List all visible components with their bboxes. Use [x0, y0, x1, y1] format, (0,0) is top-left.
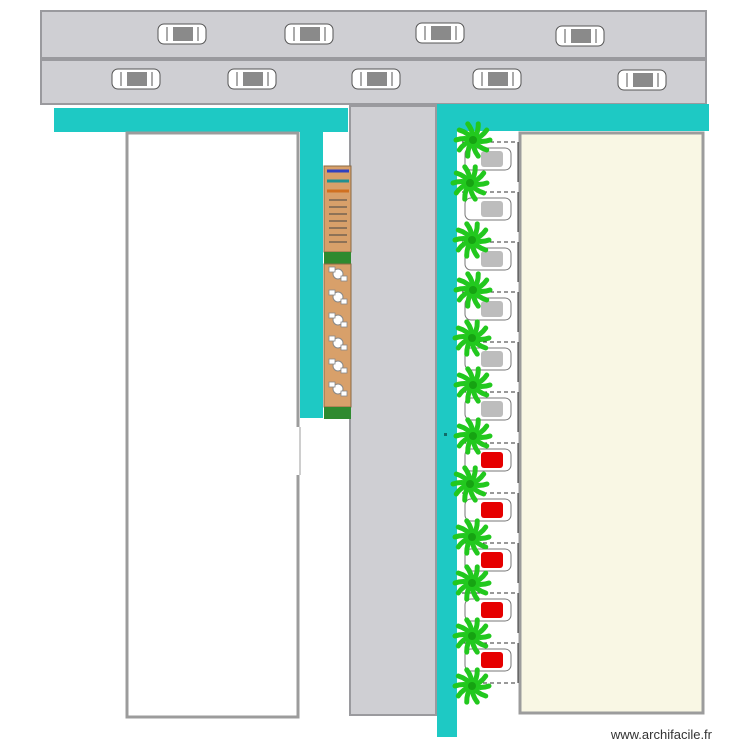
- building-right: [518, 131, 705, 715]
- parking-space: [462, 391, 519, 432]
- sidewalk-right-top: [437, 104, 709, 131]
- parking-space-accessible: [462, 492, 519, 533]
- palm-tree-icon: [453, 417, 493, 455]
- table-chairs-icon: [328, 381, 348, 397]
- car-top-view-icon: [472, 68, 522, 90]
- car-top-view-icon: [464, 397, 512, 421]
- watermark: www.archifacile.fr: [610, 727, 712, 742]
- palm-tree-icon: [452, 221, 492, 259]
- palm-tree-icon: [452, 564, 492, 602]
- car-top-view-icon: [157, 23, 207, 45]
- car-top-view-icon: [617, 69, 667, 91]
- palm-tree-icon: [453, 366, 493, 404]
- table-chairs-icon: [328, 266, 348, 282]
- car-top-view-icon: [464, 648, 512, 672]
- parking-space-accessible: [462, 592, 519, 633]
- building-left: [125, 131, 300, 719]
- palm-tree-icon: [453, 121, 493, 159]
- bicycle-rack: [327, 169, 349, 243]
- palm-tree-icon: [452, 518, 492, 556]
- parking-space: [462, 191, 519, 232]
- side-road: [349, 105, 437, 716]
- table-chairs-icon: [328, 358, 348, 374]
- car-top-view-icon: [464, 347, 512, 371]
- car-top-view-icon: [284, 23, 334, 45]
- palm-tree-icon: [452, 617, 492, 655]
- car-top-view-icon: [464, 498, 512, 522]
- car-top-view-icon: [415, 22, 465, 44]
- car-top-view-icon: [464, 548, 512, 572]
- parking-space-accessible: [462, 442, 519, 483]
- sidewalk-left-top: [54, 108, 348, 132]
- palm-tree-icon: [452, 667, 492, 705]
- terrace: [323, 165, 352, 419]
- car-top-view-icon: [464, 448, 512, 472]
- hedge-bottom: [324, 407, 351, 419]
- car-top-view-icon: [464, 598, 512, 622]
- road-cars: [111, 22, 667, 91]
- car-top-view-icon: [555, 25, 605, 47]
- terrace-bottom: [323, 263, 352, 408]
- palm-tree-icon: [452, 319, 492, 357]
- parking-space-accessible: [462, 642, 519, 683]
- car-top-view-icon: [227, 68, 277, 90]
- car-top-view-icon: [111, 68, 161, 90]
- palm-tree-icon: [450, 465, 490, 503]
- terrace-top: [323, 165, 352, 253]
- main-road: [40, 10, 707, 105]
- table-chairs-icon: [328, 289, 348, 305]
- terrace-tables: [328, 266, 348, 397]
- road-lane-top: [40, 10, 707, 59]
- table-chairs-icon: [328, 312, 348, 328]
- edge-marker: [444, 433, 447, 436]
- car-top-view-icon: [464, 197, 512, 221]
- sidewalk-right-vertical: [437, 104, 457, 737]
- palm-tree-icon: [450, 164, 490, 202]
- parking-bays: [462, 141, 519, 684]
- palm-tree-icon: [453, 271, 493, 309]
- sidewalk-center-left: [300, 132, 323, 418]
- table-chairs-icon: [328, 335, 348, 351]
- hedge-top: [324, 252, 351, 264]
- car-top-view-icon: [351, 68, 401, 90]
- palm-trees: [450, 121, 493, 705]
